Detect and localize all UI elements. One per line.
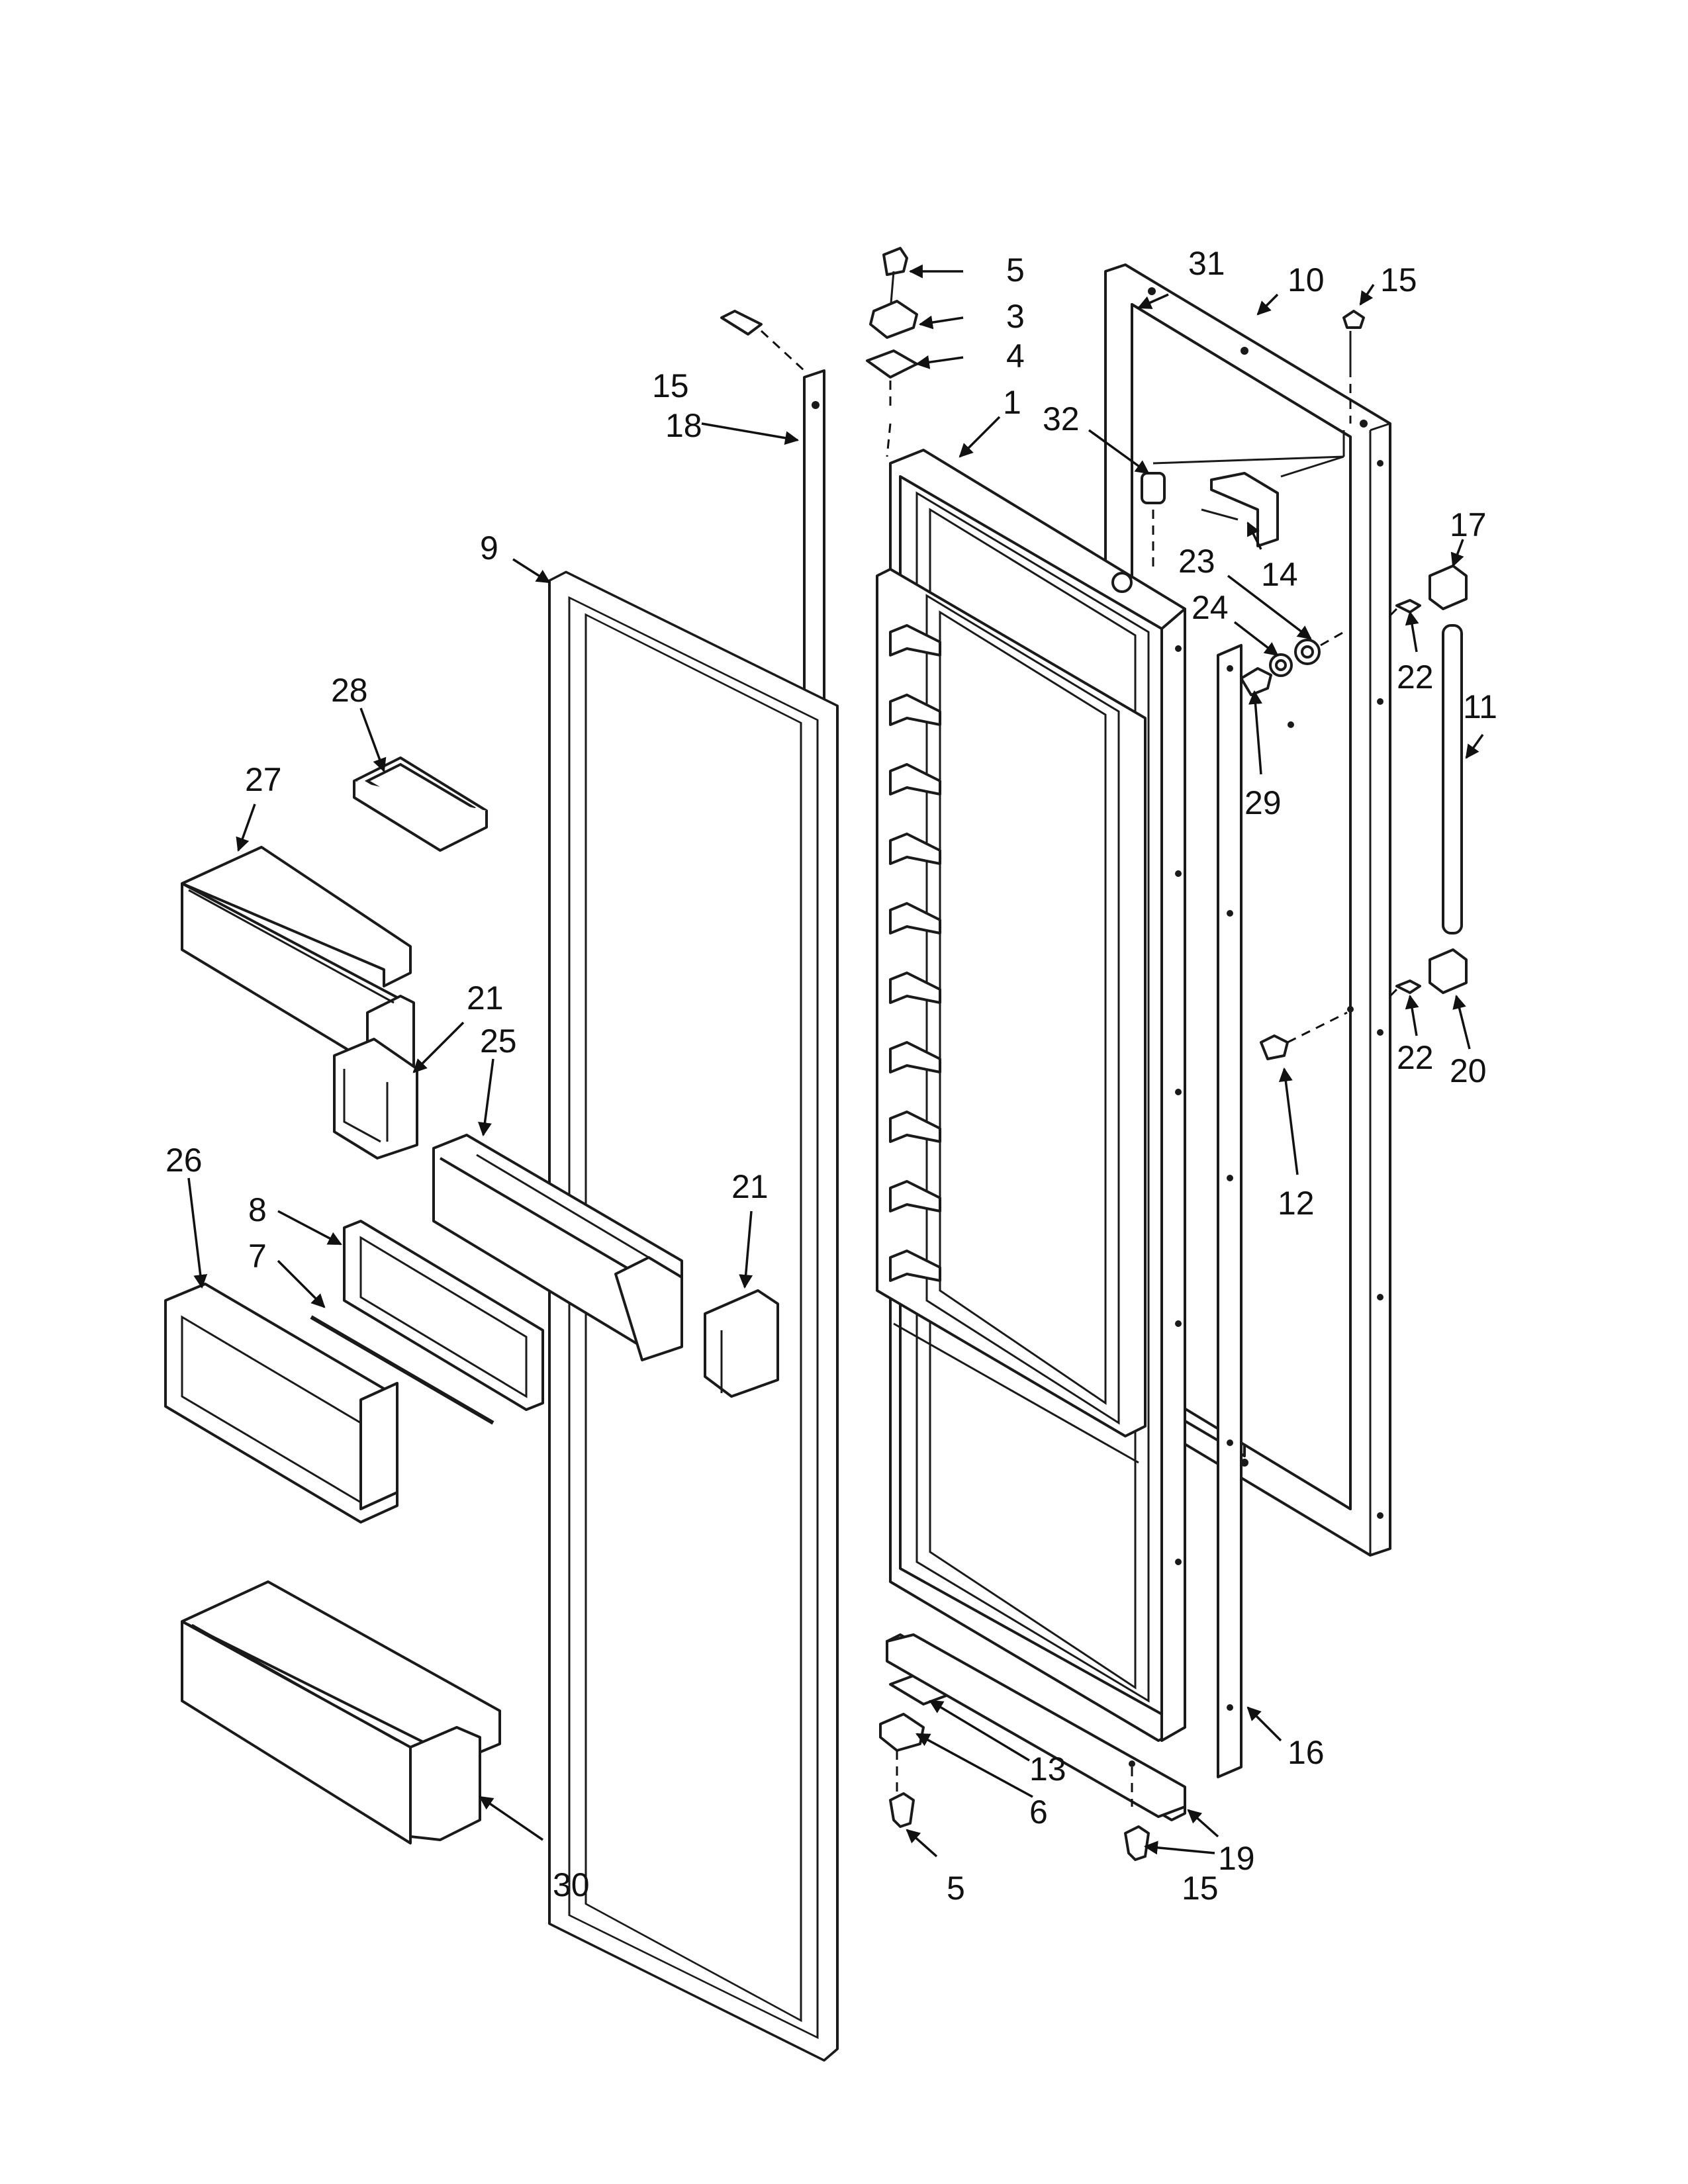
callout-1: 1 xyxy=(1003,384,1021,421)
callout-5-top: 5 xyxy=(1006,251,1025,289)
callout-10: 10 xyxy=(1288,261,1325,298)
callout-5-bottom: 5 xyxy=(947,1870,965,1907)
callout-25: 25 xyxy=(480,1023,517,1060)
leader-lines xyxy=(187,264,1484,1858)
callout-32: 32 xyxy=(1043,400,1080,437)
frame-8 xyxy=(343,1220,544,1411)
bracket-14 xyxy=(1201,472,1279,547)
callout-27: 27 xyxy=(245,761,282,798)
door-liner-1 xyxy=(876,449,1186,1742)
callout-19: 19 xyxy=(1218,1840,1255,1877)
callout-12: 12 xyxy=(1278,1185,1315,1222)
front-panel-26 xyxy=(164,1283,399,1524)
callout-7: 7 xyxy=(248,1238,267,1275)
callout-22-upper: 22 xyxy=(1397,659,1434,696)
callout-24: 24 xyxy=(1192,589,1229,626)
door-bin-30 xyxy=(181,1580,501,1844)
housing-25 xyxy=(432,1134,683,1361)
callout-6: 6 xyxy=(1029,1794,1048,1831)
callout-labels: 1 3 4 5 5 6 7 8 9 10 11 12 13 14 15 15 1… xyxy=(165,245,1497,1907)
callout-23: 23 xyxy=(1178,543,1215,580)
callout-15-bottom: 15 xyxy=(1182,1870,1219,1907)
callout-16: 16 xyxy=(1288,1734,1325,1771)
bracket-21-upper xyxy=(333,1038,418,1160)
callout-9: 9 xyxy=(480,529,498,567)
butter-tray-28 xyxy=(353,756,488,852)
callout-17: 17 xyxy=(1450,506,1487,543)
callout-11: 11 xyxy=(1463,688,1497,725)
callout-15-top-right: 15 xyxy=(1380,261,1417,298)
callout-26: 26 xyxy=(165,1142,203,1179)
callout-21-lower: 21 xyxy=(731,1168,769,1205)
callout-30: 30 xyxy=(553,1866,590,1903)
shelf-cleats xyxy=(889,624,941,1282)
door-bin-27 xyxy=(181,846,415,1090)
callout-28: 28 xyxy=(331,672,368,709)
callout-15-top-left: 15 xyxy=(652,367,689,404)
callout-14: 14 xyxy=(1261,556,1298,593)
callout-13: 13 xyxy=(1029,1751,1066,1788)
bracket-21-lower xyxy=(704,1289,779,1398)
top-hinge-parts xyxy=(866,247,918,457)
callout-29: 29 xyxy=(1244,784,1282,821)
trim-strip-16 xyxy=(1217,644,1243,1778)
callout-22-lower: 22 xyxy=(1397,1039,1434,1076)
callout-8: 8 xyxy=(248,1191,267,1228)
callout-3: 3 xyxy=(1006,298,1025,335)
screw-15-top-left xyxy=(720,310,806,372)
callout-18: 18 xyxy=(665,407,702,444)
screw-15-top-right xyxy=(1342,310,1365,424)
plug-32 xyxy=(1141,430,1345,569)
callout-20: 20 xyxy=(1450,1052,1487,1089)
handle-assembly xyxy=(1389,565,1468,997)
callout-4: 4 xyxy=(1006,338,1025,375)
screw-12 xyxy=(1260,1006,1354,1060)
strip-7 xyxy=(310,1315,494,1425)
callout-31: 31 xyxy=(1188,245,1225,282)
callout-21-upper: 21 xyxy=(467,979,504,1017)
door-gasket-9 xyxy=(548,570,839,2062)
bottom-hinge-parts xyxy=(879,1633,1186,1861)
